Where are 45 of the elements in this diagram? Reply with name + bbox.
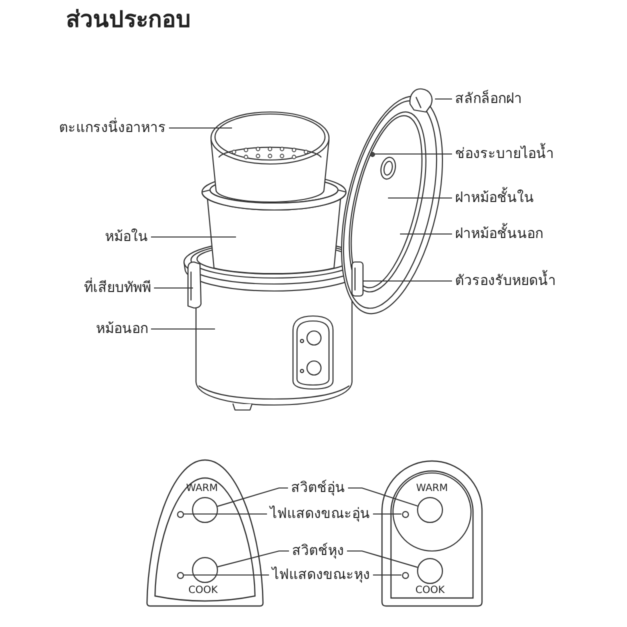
part-label: สลักล็อกฝา (455, 90, 522, 108)
leader-line (373, 574, 402, 576)
control-panel (379, 458, 485, 608)
part-label: ฝาหม้อชั้นนอก (455, 225, 543, 243)
part-label: ไฟแสดงขณะอุ่น (270, 505, 370, 523)
latch-icon (408, 87, 435, 113)
leader-line (348, 487, 418, 507)
panel-caption: COOK (415, 585, 445, 597)
leader-line (151, 236, 236, 238)
leader-line (151, 328, 215, 330)
control-panel (145, 458, 265, 608)
part-label: ตัวรองรับหยดน้ำ (455, 272, 556, 290)
indicator-light-icon (176, 572, 184, 578)
leader-line (217, 550, 289, 568)
leader-line (373, 513, 402, 515)
diagram-title: ส่วนประกอบ (66, 6, 191, 35)
leader-line (169, 127, 232, 129)
part-label: หม้อนอก (96, 320, 148, 338)
part-label: ไฟแสดงขณะหุง (272, 566, 370, 584)
switch-icon (192, 557, 218, 583)
panel-caption: WARM (416, 483, 448, 495)
indicator-light-icon (402, 510, 408, 518)
part-label: สวิตช์อุ่น (291, 479, 345, 497)
panel-caption: WARM (186, 483, 218, 495)
part-label: สวิตช์หุง (292, 542, 344, 560)
leader-line (435, 98, 452, 100)
indicator-light-icon (402, 572, 408, 578)
switch-icon (417, 558, 443, 584)
indicator-light-icon (176, 510, 184, 518)
part-label: ที่เสียบทัพพี (84, 279, 151, 297)
panel-caption: COOK (188, 585, 218, 597)
part-label: ฝาหม้อชั้นใน (455, 189, 534, 207)
leader-line (217, 487, 288, 507)
leader-line (363, 280, 452, 282)
steam-vent-icon (370, 152, 374, 156)
leader-line (154, 287, 193, 289)
leader-line (400, 233, 452, 235)
part-label: ตะแกรงนึ่งอาหาร (59, 119, 166, 137)
switch-icon (192, 497, 218, 523)
part-label: หม้อใน (105, 228, 148, 246)
leader-line (347, 550, 418, 568)
leader-line (388, 197, 452, 199)
leader-line (374, 153, 452, 155)
part-label: ช่องระบายไอน้ำ (455, 145, 554, 163)
switch-icon (417, 497, 443, 523)
